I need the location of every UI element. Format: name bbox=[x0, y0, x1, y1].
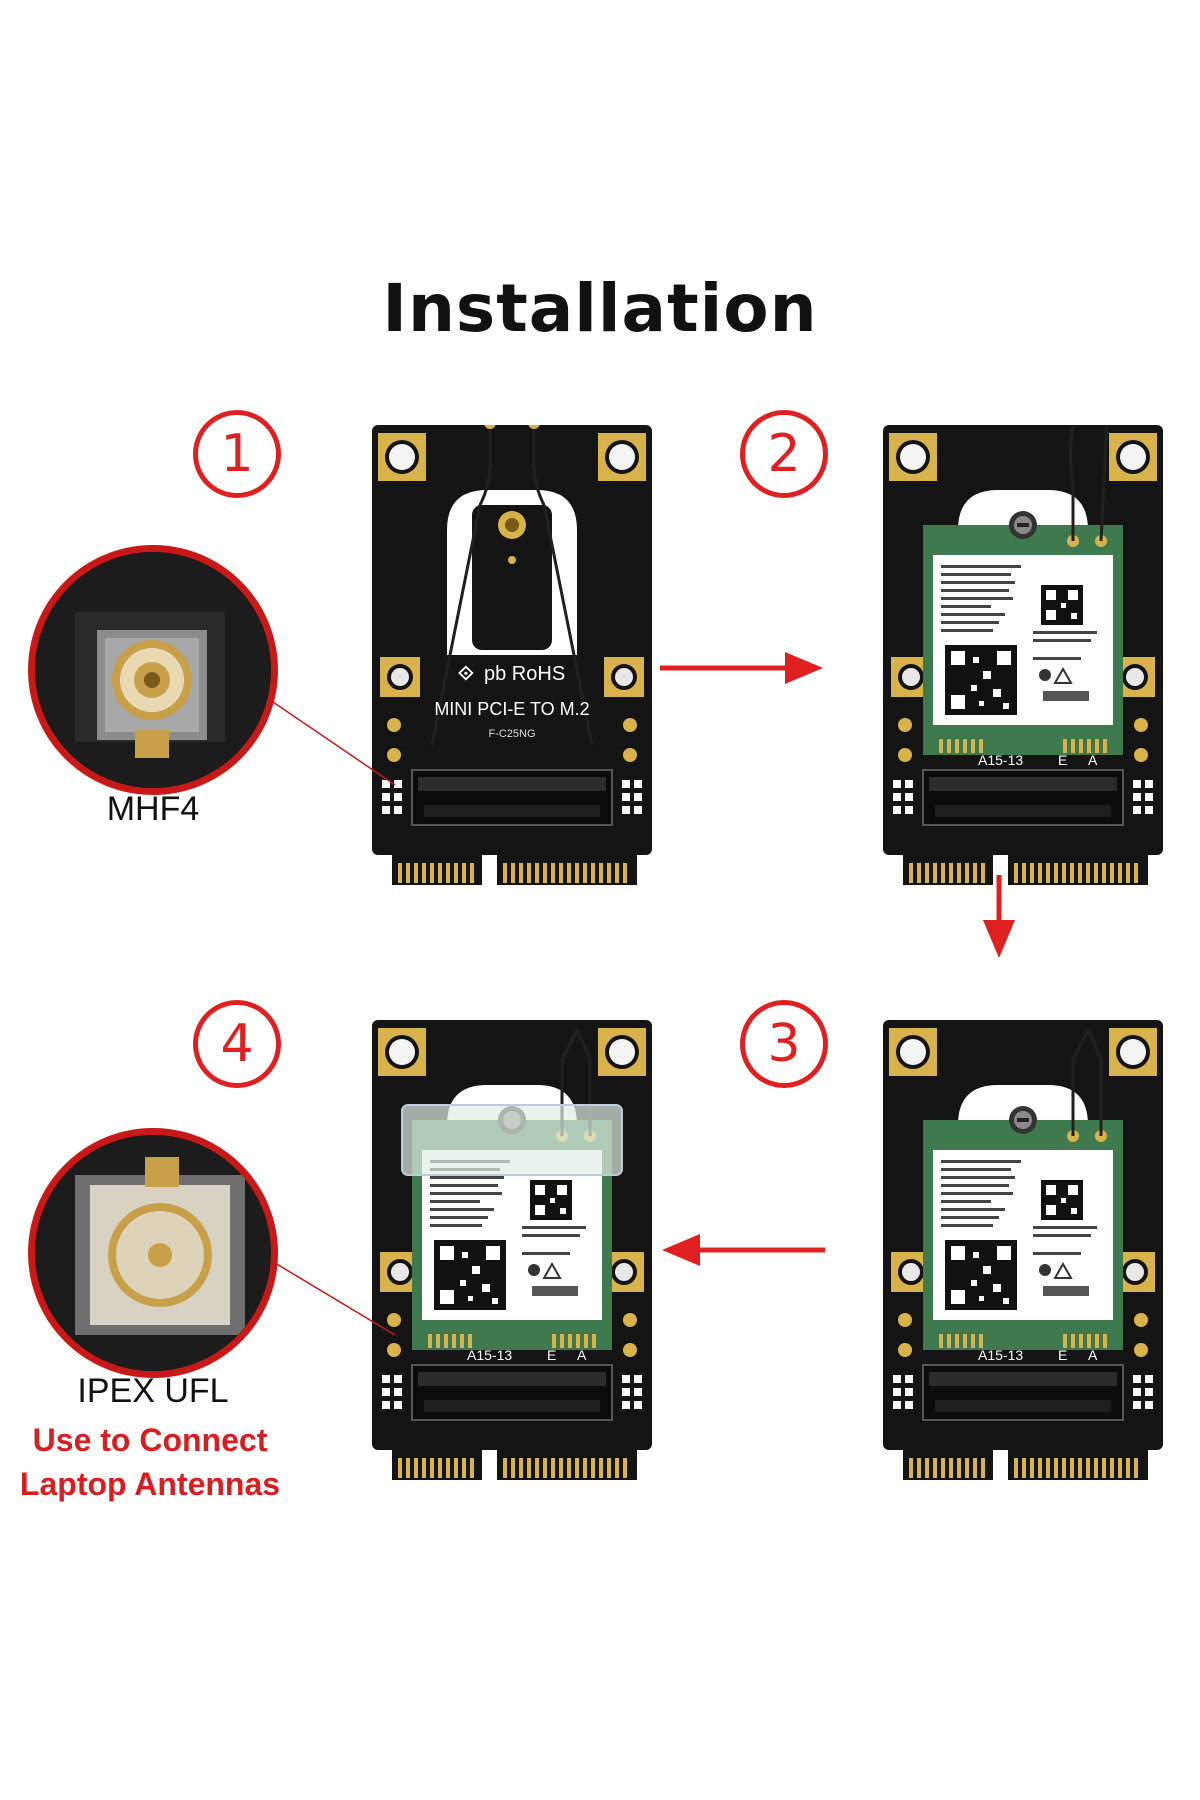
ipex-note-line-1: Use to Connect bbox=[32, 1422, 268, 1458]
arrow-right-icon bbox=[660, 652, 823, 684]
ipex-ufl-label: IPEX UFL bbox=[77, 1372, 229, 1410]
adapter-board-step-1: ⟐ pb RoHS MINI PCI-E TO M.2 F-C25NG bbox=[372, 425, 652, 885]
card-slot-label-2: A15-13 bbox=[978, 752, 1023, 768]
adapter-product-text: MINI PCI-E TO M.2 bbox=[434, 699, 589, 719]
card-key-e-3: E bbox=[1058, 1347, 1067, 1363]
card-key-a-4: A bbox=[577, 1347, 587, 1363]
card-key-a-2: A bbox=[1088, 752, 1098, 768]
mhf4-connector-zoom bbox=[28, 545, 278, 795]
card-key-e-2: E bbox=[1058, 752, 1067, 768]
ipex-leader-line bbox=[270, 1260, 396, 1336]
ipex-note-line-2: Laptop Antennas bbox=[19, 1466, 281, 1502]
step-number-1: 1 bbox=[193, 410, 281, 498]
adapter-board-step-2: A15-13 E A bbox=[883, 425, 1163, 885]
mhf4-leader-line bbox=[270, 700, 396, 786]
card-key-a-3: A bbox=[1088, 1347, 1098, 1363]
adapter-board-step-4: A15-13 E A bbox=[372, 1020, 652, 1480]
arrow-down-icon bbox=[983, 875, 1015, 958]
adapter-model-text: F-C25NG bbox=[488, 728, 535, 740]
adapter-board-step-3: A15-13 E A bbox=[883, 1020, 1163, 1480]
arrow-left-icon bbox=[662, 1234, 825, 1266]
step-number-4: 4 bbox=[193, 1000, 281, 1088]
adapter-brand-text: pb RoHS bbox=[484, 663, 565, 685]
card-slot-label-4: A15-13 bbox=[467, 1347, 512, 1363]
svg-text:⟐: ⟐ bbox=[458, 661, 474, 685]
step-number-2: 2 bbox=[740, 410, 828, 498]
ipex-ufl-connector-zoom bbox=[28, 1128, 278, 1378]
page-title: Installation bbox=[382, 270, 818, 347]
card-slot-label-3: A15-13 bbox=[978, 1347, 1023, 1363]
step-number-3: 3 bbox=[740, 1000, 828, 1088]
mhf4-label: MHF4 bbox=[106, 790, 200, 828]
card-key-e-4: E bbox=[547, 1347, 556, 1363]
